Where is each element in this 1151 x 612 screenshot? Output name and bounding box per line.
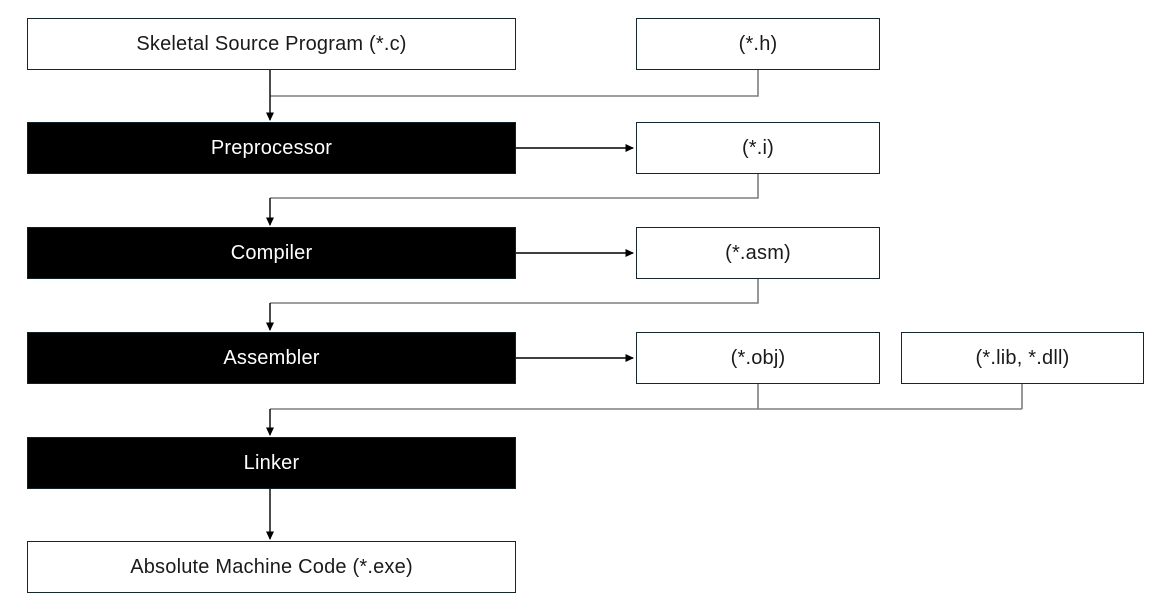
node-assembly-file: (*.asm) bbox=[636, 227, 880, 279]
node-executable: Absolute Machine Code (*.exe) bbox=[27, 541, 516, 593]
edge-asm-elbow bbox=[270, 279, 759, 304]
node-preprocessor: Preprocessor bbox=[27, 122, 516, 174]
node-object-file: (*.obj) bbox=[636, 332, 880, 384]
node-library-files: (*.lib, *.dll) bbox=[901, 332, 1144, 384]
node-assembler: Assembler bbox=[27, 332, 516, 384]
node-compiler: Compiler bbox=[27, 227, 516, 279]
node-header-files: (*.h) bbox=[636, 18, 880, 70]
edge-i-elbow bbox=[270, 174, 759, 199]
node-source-program-label: Skeletal Source Program (*.c) bbox=[136, 32, 407, 55]
node-executable-label: Absolute Machine Code (*.exe) bbox=[130, 555, 413, 578]
node-linker: Linker bbox=[27, 437, 516, 489]
node-preprocessed-file: (*.i) bbox=[636, 122, 880, 174]
node-preprocessor-label: Preprocessor bbox=[210, 136, 333, 159]
node-library-files-label: (*.lib, *.dll) bbox=[975, 346, 1070, 369]
node-header-files-label: (*.h) bbox=[738, 32, 778, 55]
edge-header-to-preprocessor bbox=[270, 70, 759, 97]
node-compiler-label: Compiler bbox=[230, 241, 313, 264]
node-assembly-file-label: (*.asm) bbox=[725, 241, 791, 264]
node-linker-label: Linker bbox=[243, 451, 300, 474]
node-preprocessed-file-label: (*.i) bbox=[741, 136, 775, 159]
node-object-file-label: (*.obj) bbox=[730, 346, 786, 369]
edge-obj-lib-elbow bbox=[270, 384, 1023, 410]
node-assembler-label: Assembler bbox=[223, 346, 320, 369]
node-source-program: Skeletal Source Program (*.c) bbox=[27, 18, 516, 70]
